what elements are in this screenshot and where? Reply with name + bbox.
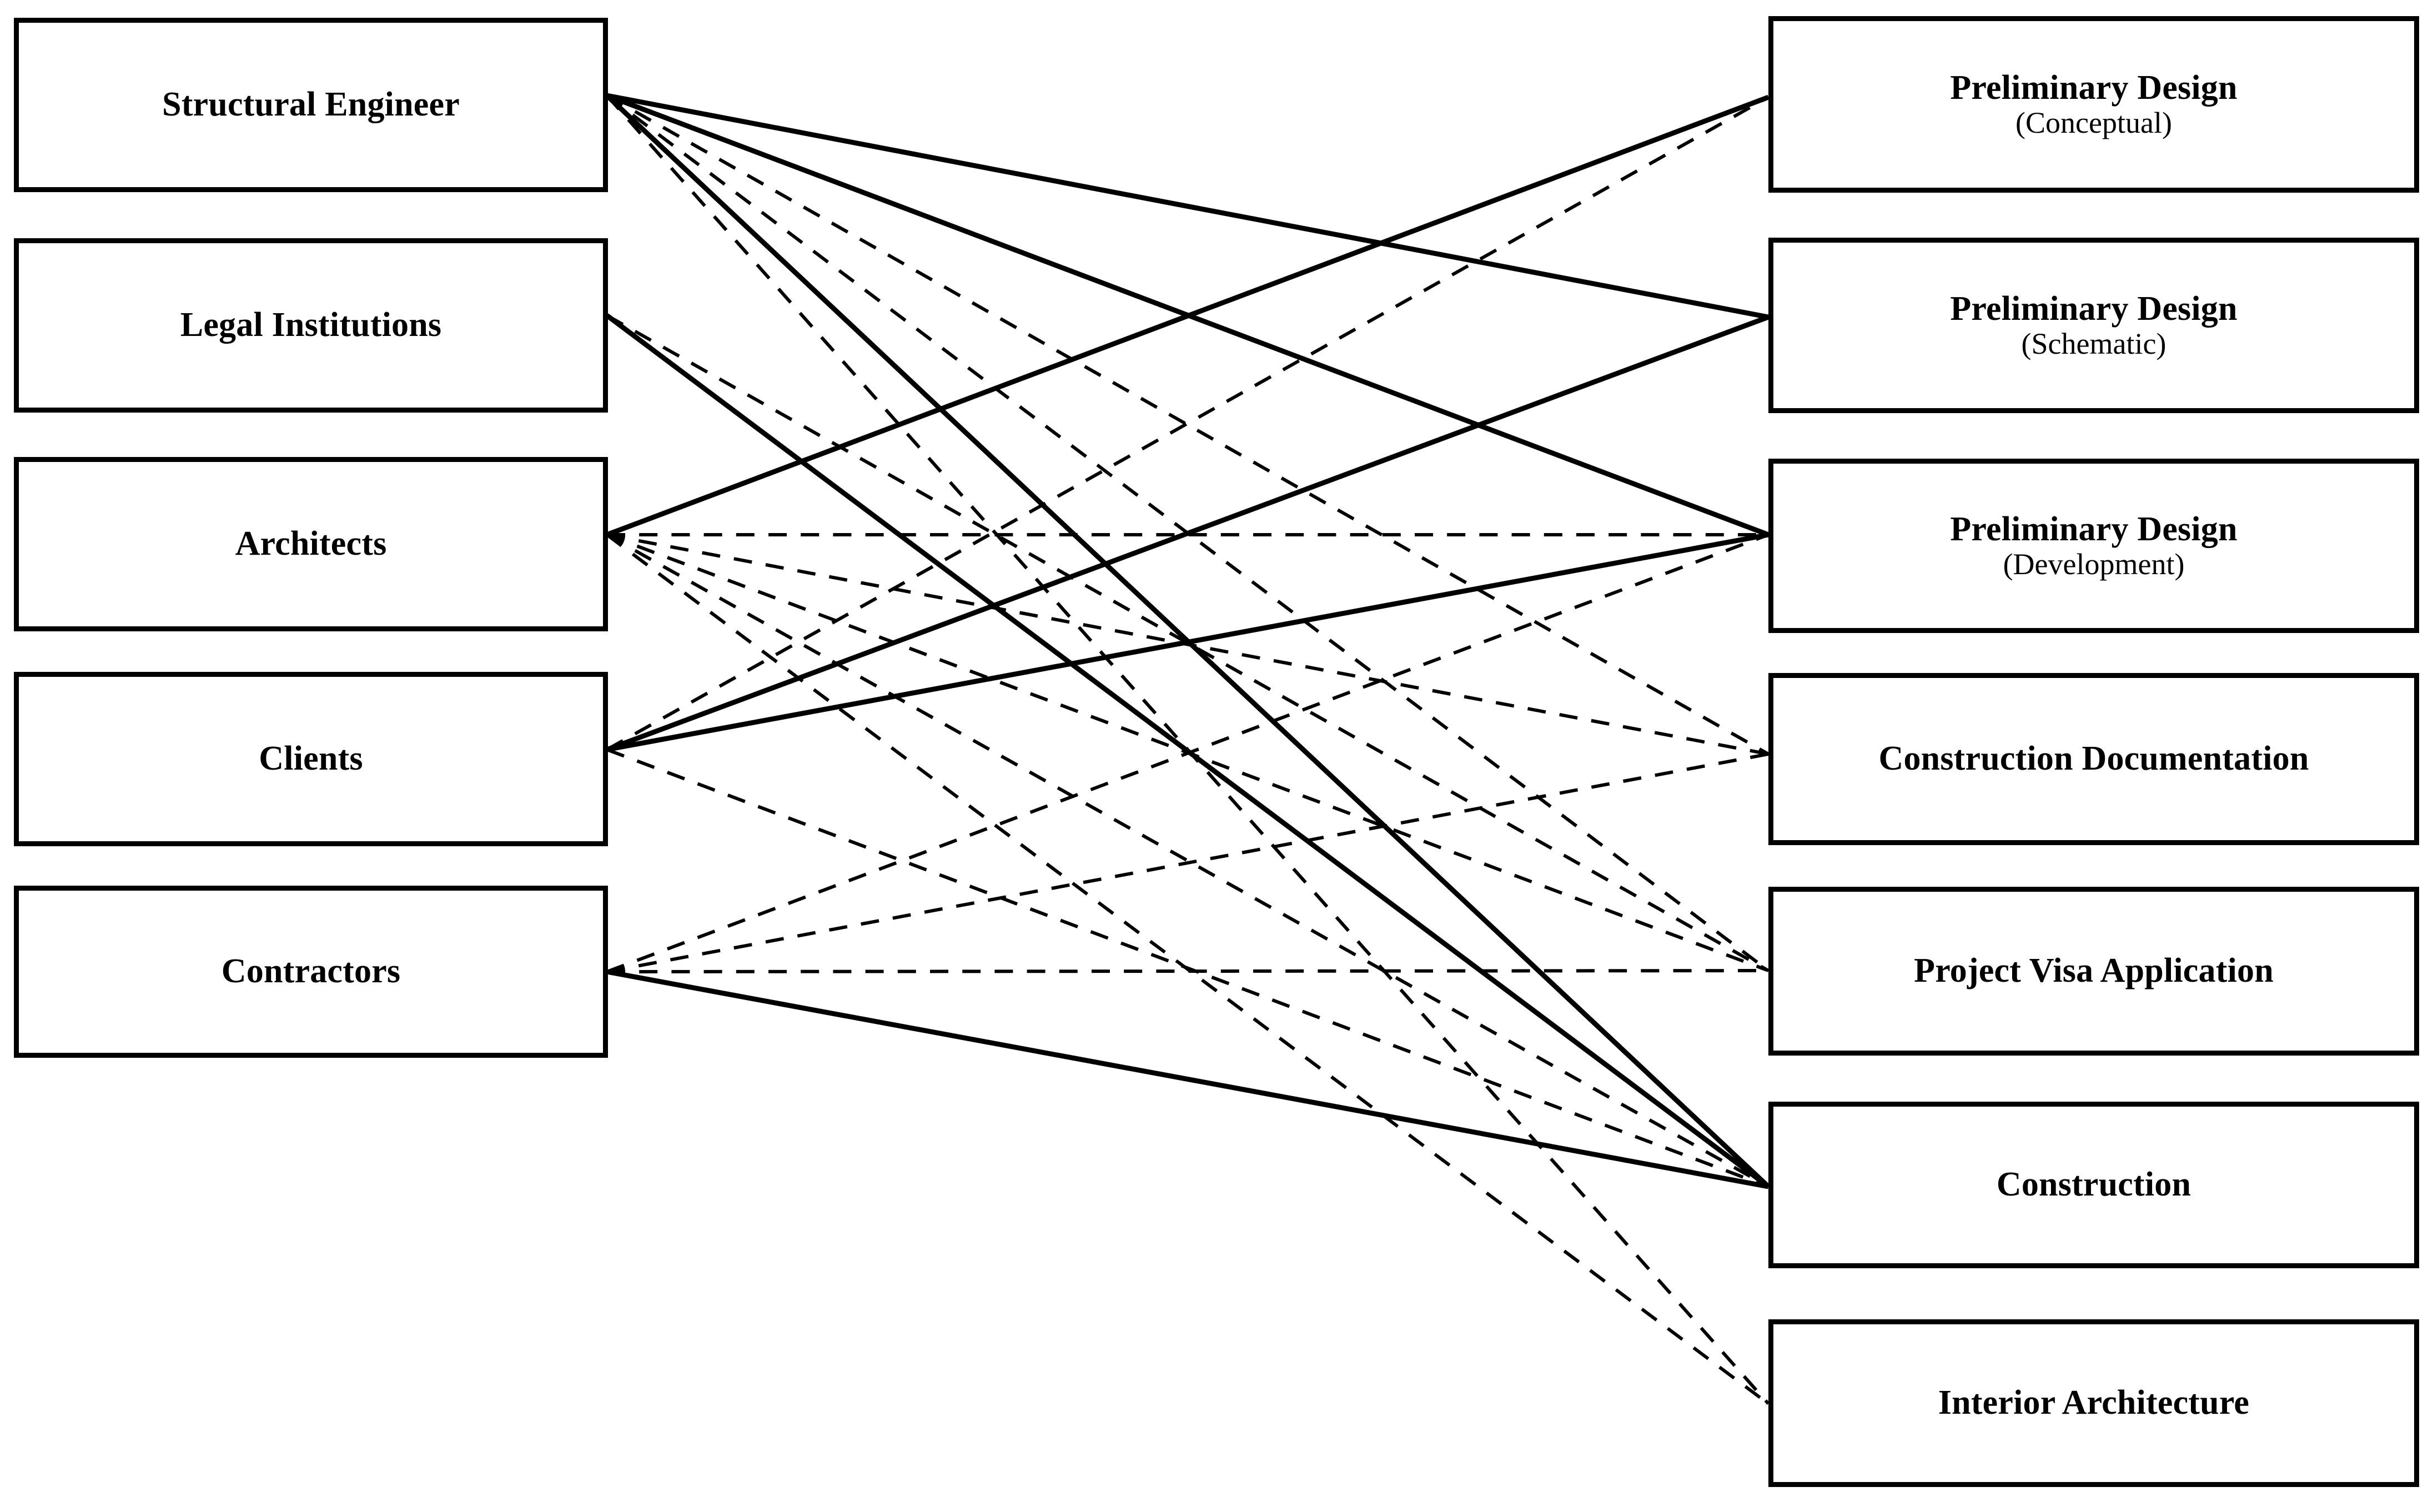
node-title: Preliminary Design [1950,289,2238,328]
edge-architects-to-construction-dashed [606,533,1770,1188]
node-preliminary-design-conceptual[interactable]: Preliminary Design(Conceptual) [1768,16,2419,193]
node-contractors[interactable]: Contractors [14,886,608,1058]
node-title: Contractors [221,952,401,991]
edge-architects-to-preliminary-design-conceptual-dashed [606,96,1770,536]
edge-clients-to-preliminary-design-development-solid [606,532,1769,752]
node-interior-architecture[interactable]: Interior Architecture [1768,1319,2419,1487]
edge-contractors-to-construction-solid [606,969,1769,1189]
node-title: Clients [259,740,363,778]
node-architects[interactable]: Architects [14,457,608,631]
edge-contractors-to-construction-documentation-dashed [606,752,1769,973]
node-title: Interior Architecture [1938,1384,2250,1422]
node-preliminary-design-development[interactable]: Preliminary Design(Development) [1768,459,2419,633]
node-title: Legal Institutions [180,306,442,344]
node-title: Architects [235,525,387,563]
node-title: Structural Engineer [162,86,460,124]
node-legal-institutions[interactable]: Legal Institutions [14,238,608,413]
edge-clients-to-preliminary-design-schematic-solid [606,314,1770,752]
edge-clients-to-preliminary-design-conceptual-dashed [606,96,1770,751]
node-structural-engineer[interactable]: Structural Engineer [14,18,608,192]
edge-legal-institutions-to-project-visa-application-dashed [606,314,1770,972]
node-preliminary-design-schematic[interactable]: Preliminary Design(Schematic) [1768,238,2419,413]
node-title: Project Visa Application [1914,952,2274,990]
edge-structural-engineer-to-preliminary-design-schematic-solid [606,93,1769,320]
node-title: Preliminary Design [1950,68,2238,107]
node-title: Preliminary Design [1950,510,2238,548]
edge-contractors-to-preliminary-design-development-dashed [606,533,1770,973]
node-title: Construction [1996,1166,2191,1204]
node-construction[interactable]: Construction [1768,1102,2419,1268]
node-title: Construction Documentation [1878,740,2309,778]
node-subtitle: (Conceptual) [2015,106,2172,139]
node-construction-documentation[interactable]: Construction Documentation [1768,673,2419,845]
node-subtitle: (Schematic) [2021,326,2166,360]
edge-structural-engineer-to-construction-documentation-dashed [606,94,1770,756]
node-project-visa-application[interactable]: Project Visa Application [1768,887,2419,1056]
node-clients[interactable]: Clients [14,672,608,846]
node-subtitle: (Development) [2003,547,2185,581]
edge-clients-to-construction-dashed [606,748,1770,1188]
